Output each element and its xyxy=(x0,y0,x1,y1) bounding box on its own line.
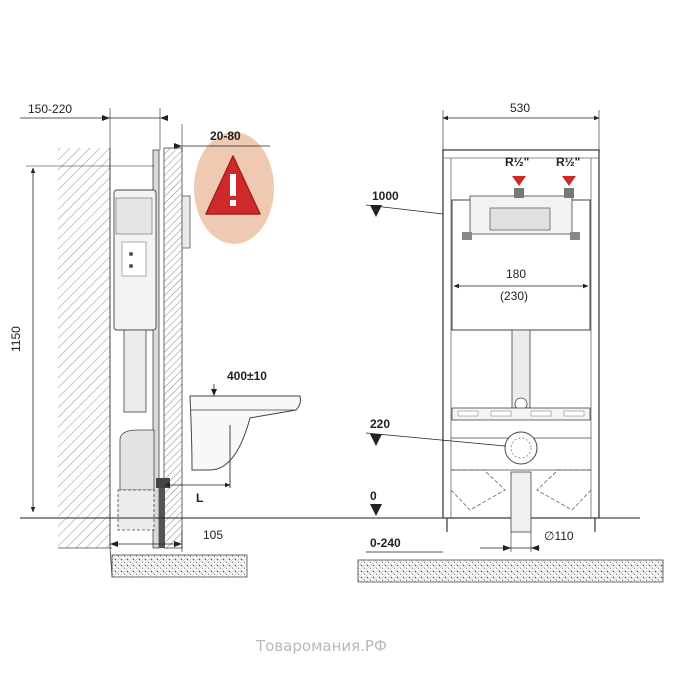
flush-pipe-front xyxy=(511,329,531,409)
floor-slab-right xyxy=(357,559,664,583)
dim-drain-diameter: ∅110 xyxy=(544,529,574,543)
dim-stud-spacing: 180 xyxy=(506,267,526,281)
drain-elbow xyxy=(119,429,155,491)
inlet-left-marker xyxy=(512,176,526,186)
dim-finish-thickness: 20-80 xyxy=(210,129,241,143)
dim-wall-offset: 150-220 xyxy=(28,102,72,116)
level-220: 220 xyxy=(370,417,390,431)
dim-frame-height: 1150 xyxy=(9,326,23,352)
front-view: R½" R½" 180 (230) 530 xyxy=(357,101,664,583)
mounting-rail xyxy=(451,407,591,421)
wall-hatched xyxy=(58,148,110,548)
frame-post xyxy=(152,149,160,549)
dim-bowl-height: 400±10 xyxy=(227,369,267,383)
level-floor-range: 0-240 xyxy=(370,536,401,550)
label-inlet-left: R½" xyxy=(505,155,529,169)
warning-triangle-icon xyxy=(205,155,261,215)
dim-stud-spacing-alt: (230) xyxy=(500,289,528,303)
dim-frame-width: 530 xyxy=(510,101,530,115)
watermark: Товаромания.РФ xyxy=(255,637,387,655)
flush-plate xyxy=(181,195,191,249)
level-1000: 1000 xyxy=(372,189,399,203)
dim-pipe-offset: 105 xyxy=(203,528,223,542)
dim-bowl-distance: L xyxy=(196,491,203,505)
flush-pipe xyxy=(123,329,147,413)
label-inlet-right: R½" xyxy=(556,155,580,169)
side-view: 150-220 20-80 1150 400±10 L 105 xyxy=(9,102,640,578)
level-0: 0 xyxy=(370,489,377,503)
toilet-bowl xyxy=(189,395,301,471)
frame-panel xyxy=(163,147,183,549)
inlet-right-marker xyxy=(562,176,576,186)
floor-slab-left xyxy=(111,554,248,578)
